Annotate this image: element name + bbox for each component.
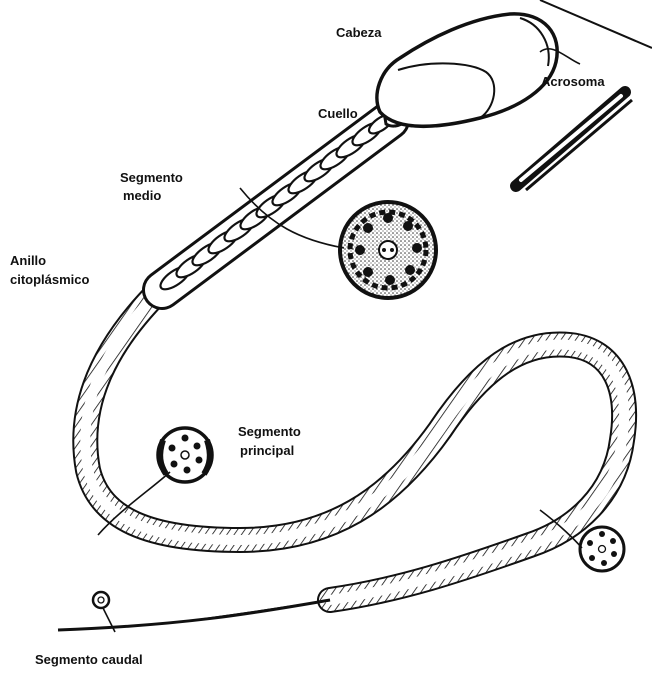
label-segmento-medio-line1: Segmento	[120, 170, 183, 185]
label-segmento-principal-line2: principal	[240, 443, 294, 458]
head	[377, 14, 557, 126]
label-segmento-caudal: Segmento caudal	[35, 652, 143, 667]
cross-section-principal	[158, 428, 212, 482]
label-acrosoma: Acrosoma	[541, 74, 605, 89]
label-cabeza: Cabeza	[336, 25, 382, 40]
label-cuello: Cuello	[318, 106, 358, 121]
label-anillo-line1: Anillo	[10, 253, 46, 268]
label-segmento-principal-line1: Segmento	[238, 424, 301, 439]
label-segmento-medio-line2: medio	[123, 188, 161, 203]
cross-section-distal	[580, 527, 624, 571]
label-anillo-line2: citoplásmico	[10, 272, 89, 287]
cross-section-midpiece	[340, 202, 436, 298]
cross-section-end	[93, 592, 109, 608]
